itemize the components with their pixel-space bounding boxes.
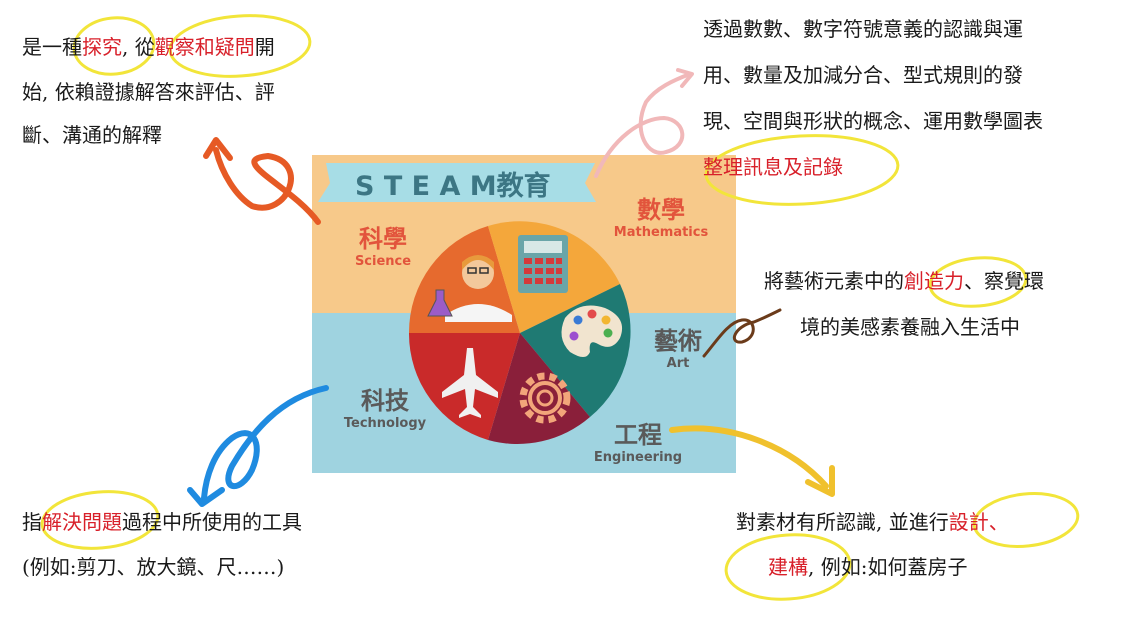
art-note-1a: 將藝術元素中的 (764, 269, 904, 293)
art-zh: 藝術 (654, 327, 702, 355)
art-note-line2: 境的美感素養融入生活中 (800, 315, 1020, 339)
science-note-line3: 斷、溝通的解釋 (22, 123, 162, 147)
science-note-1c: , 從 (122, 35, 155, 59)
math-label: 數學 Mathematics (602, 195, 720, 241)
math-note-line2: 用、數量及加減分合、型式規則的發 (703, 63, 1023, 87)
art-note-1c: 、察覺環 (964, 269, 1044, 293)
science-note-line1: 是一種探究, 從觀察和疑問開 (22, 28, 275, 66)
engineering-arrowhead (805, 465, 835, 497)
art-en: Art (666, 356, 690, 371)
gear-icon (519, 372, 571, 424)
science-note-1a: 是一種 (22, 35, 82, 59)
palette-icon (561, 305, 623, 357)
engineering-arrow (669, 425, 829, 489)
science-arrow (213, 147, 321, 225)
engineering-note-1a: 對素材有所認識, 並進行 (736, 510, 949, 534)
technology-note-1b: 解決問題 (42, 510, 122, 534)
engineering-note-1b: 設計、 (948, 510, 1009, 534)
engineering-note-2b: , 例如:如何蓋房子 (808, 555, 968, 579)
science-note-1d: 觀察和疑問 (154, 35, 255, 59)
technology-arrow (201, 385, 329, 501)
science-arrowhead (203, 137, 233, 161)
art-arrow (702, 308, 782, 358)
scientist-icon (427, 255, 512, 322)
engineering-label: 工程 Engineering (580, 420, 696, 466)
technology-note-1c: 過程中所使用的工具 (122, 510, 302, 534)
science-en: Science (354, 254, 412, 269)
technology-arrowhead (187, 487, 225, 507)
technology-en: Technology (343, 416, 427, 431)
technology-note-line2: (例如:剪刀、放大鏡、尺……) (22, 555, 285, 579)
math-zh: 數學 (637, 196, 685, 224)
engineering-slice (488, 333, 590, 444)
engineering-zh: 工程 (614, 421, 662, 449)
science-note-1b: 探究 (82, 35, 122, 59)
science-note-1e: 開 (254, 35, 275, 59)
engineering-en: Engineering (593, 450, 683, 465)
math-arrowhead (676, 68, 694, 88)
science-zh: 科學 (359, 225, 407, 253)
technology-note-line1: 指解決問題過程中所使用的工具 (22, 503, 302, 541)
banner-title: S T E A M教育 (355, 170, 551, 202)
highlight-marks (40, 14, 1080, 601)
engineering-note-line2: 建構, 例如:如何蓋房子 (768, 548, 967, 586)
technology-label: 科技 Technology (330, 386, 440, 432)
technology-note-1a: 指 (22, 510, 42, 534)
math-note-line4: 整理訊息及記錄 (703, 155, 843, 179)
engineering-note-line1: 對素材有所認識, 並進行設計、 (736, 503, 1009, 541)
science-label: 科學 Science (345, 224, 421, 270)
airplane-icon (442, 348, 498, 418)
math-arrow (594, 72, 692, 178)
banner-ribbon (318, 163, 596, 202)
engineering-note-2a: 建構 (768, 555, 808, 579)
calculator-icon (518, 235, 568, 293)
art-label: 藝術 Art (645, 326, 711, 372)
technology-zh: 科技 (361, 387, 409, 415)
science-note-line2: 始, 依賴證據解答來評估、評 (22, 80, 275, 104)
math-note-line3: 現、空間與形狀的概念、運用數學圖表 (703, 109, 1043, 133)
art-note-1b: 創造力 (904, 269, 964, 293)
art-note-line1: 將藝術元素中的創造力、察覺環 (764, 262, 1044, 300)
math-en: Mathematics (613, 225, 709, 240)
math-note-line1: 透過數數、數字符號意義的認識與運 (703, 17, 1023, 41)
